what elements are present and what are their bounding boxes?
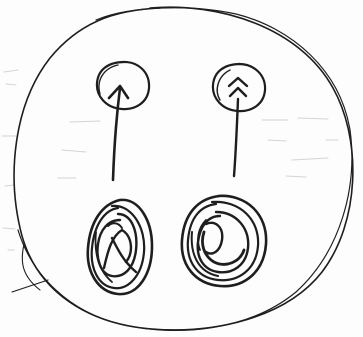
arrow-up-icon [109,86,128,180]
bottom-left-spiral [88,200,152,294]
double-chevron-up-icon [229,78,247,96]
paper-texture [2,70,338,250]
top-left-target-circle [97,62,149,180]
bottom-right-spiral [182,196,266,286]
top-right-target-circle [213,64,265,176]
outer-circle [12,7,353,330]
